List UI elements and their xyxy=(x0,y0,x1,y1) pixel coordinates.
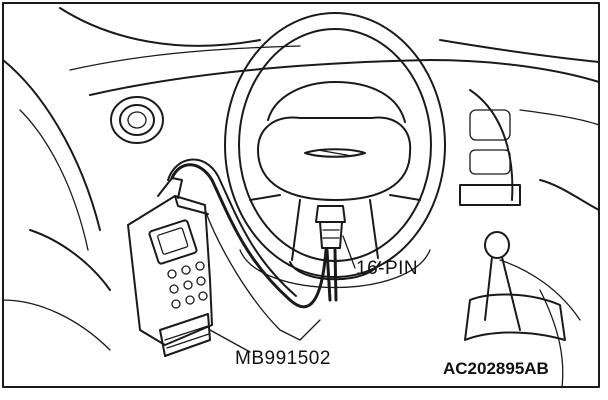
gear-shift xyxy=(464,231,566,388)
center-console xyxy=(459,89,600,321)
tool-cable xyxy=(167,158,338,341)
left-door-panel xyxy=(2,59,111,351)
dashboard-top xyxy=(59,7,600,96)
figure-code-label: AC202895AB xyxy=(443,359,549,378)
connector-label: 16-PIN xyxy=(356,258,419,279)
connector-leader-line xyxy=(342,235,356,269)
tool-label: MB991502 xyxy=(235,348,331,369)
connector-16-pin xyxy=(315,205,346,249)
figure-border xyxy=(2,2,600,388)
left-air-vent xyxy=(110,96,164,144)
scan-tool xyxy=(127,177,213,357)
tool-leader-line xyxy=(209,329,251,353)
